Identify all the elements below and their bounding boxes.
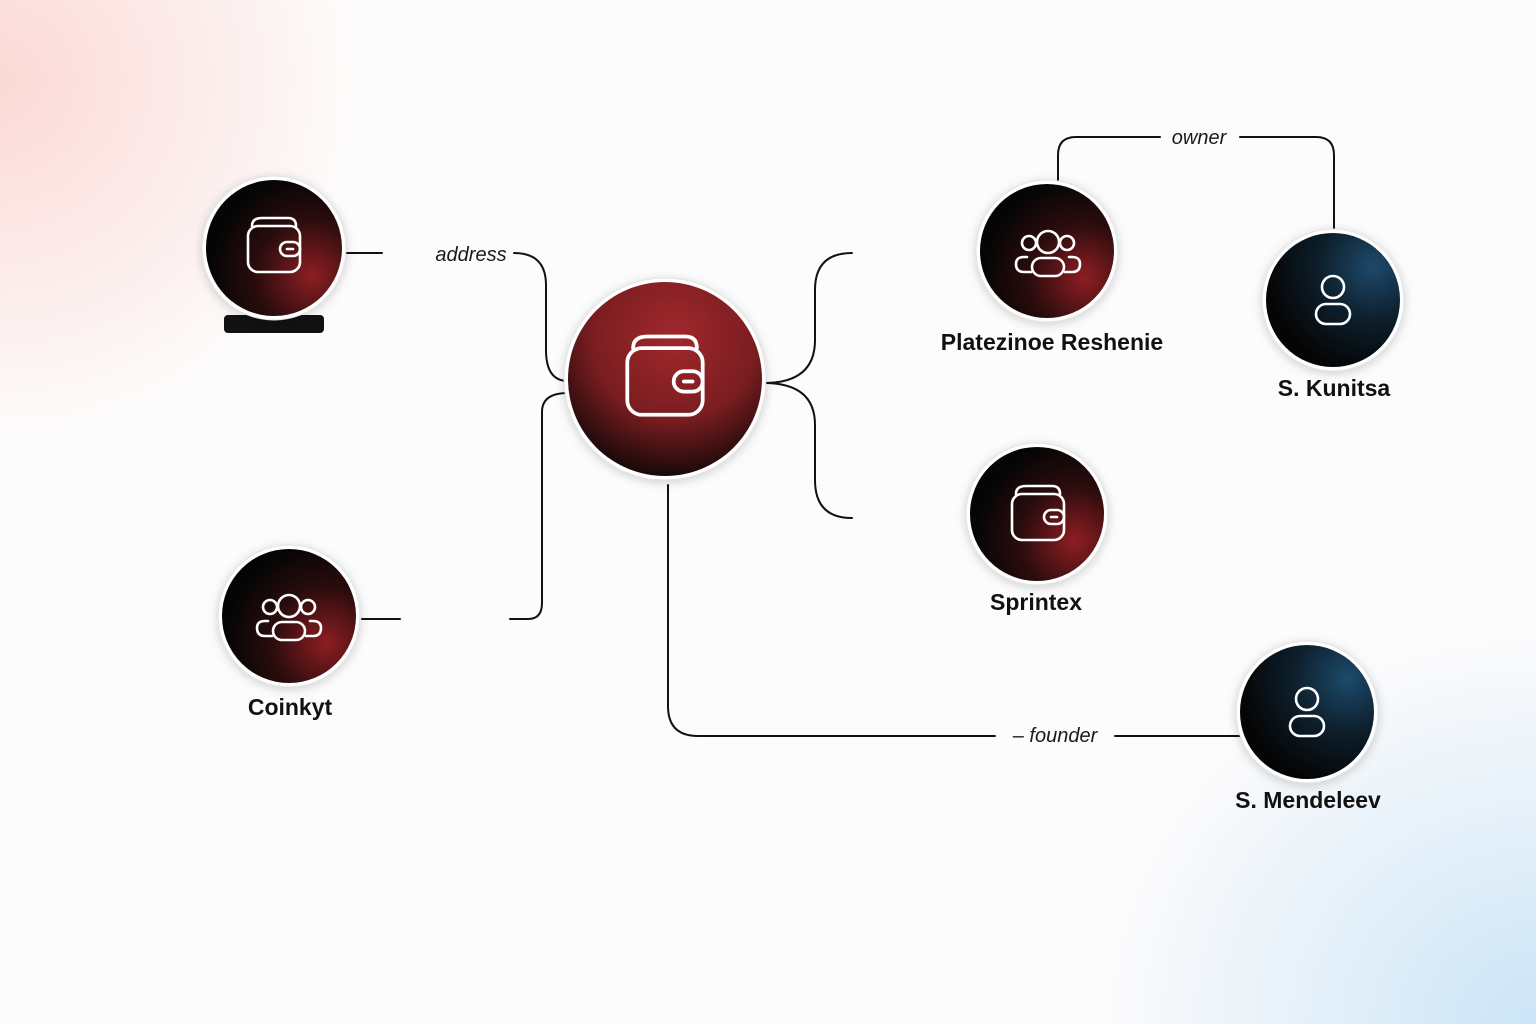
node-label-sprintex: Sprintex — [990, 589, 1082, 615]
edge-label-address: address — [435, 244, 506, 266]
edge-hub-right-upper — [763, 252, 853, 384]
person-icon — [1314, 274, 1352, 326]
node-hub[interactable] — [563, 277, 767, 481]
node-pedestal — [224, 315, 324, 333]
node-platezinoe-reshenie[interactable]: Platezinoe Reshenie — [941, 179, 1163, 355]
wallet-icon — [1010, 484, 1066, 542]
edge-coinkyt-brace — [509, 392, 569, 620]
group-icon — [1014, 229, 1082, 278]
edge-address-brace — [513, 252, 569, 382]
person-icon — [1288, 686, 1326, 738]
wallet-icon — [246, 216, 302, 274]
node-label-s-mendeleev: S. Mendeleev — [1235, 787, 1381, 813]
group-icon — [255, 593, 323, 642]
node-wallet-left[interactable] — [201, 175, 347, 333]
node-label-coinkyt: Coinkyt — [248, 694, 333, 720]
edge-hub-right-lower — [763, 382, 853, 519]
node-label-platezinoe-reshenie: Platezinoe Reshenie — [941, 329, 1163, 355]
node-coinkyt[interactable]: Coinkyt — [217, 544, 361, 720]
edge-owner-right — [1239, 136, 1335, 231]
edge-label-founder: – founder — [1012, 725, 1099, 747]
edge-label-owner: owner — [1172, 127, 1228, 149]
edge-founder-left — [667, 484, 996, 737]
node-s-mendeleev[interactable]: S. Mendeleev — [1235, 640, 1381, 813]
edge-owner-left — [1057, 136, 1161, 182]
node-label-s-kunitsa: S. Kunitsa — [1278, 375, 1391, 401]
node-s-kunitsa[interactable]: S. Kunitsa — [1261, 228, 1405, 401]
connectors — [345, 136, 1335, 737]
node-sprintex[interactable]: Sprintex — [965, 442, 1109, 615]
wallet-icon — [625, 334, 705, 417]
